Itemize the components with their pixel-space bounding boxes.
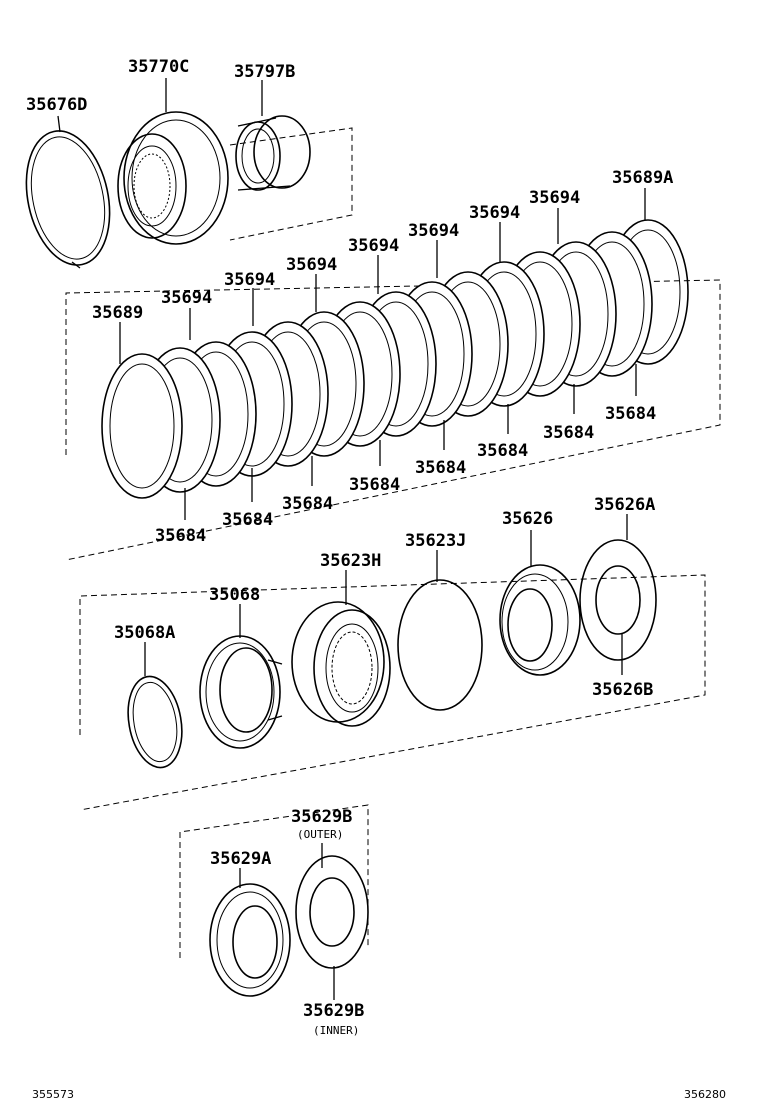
label-35684-7: 35684 xyxy=(543,423,594,443)
label-35694-7: 35694 xyxy=(469,203,520,223)
seal-35626a-35626b xyxy=(579,539,657,661)
hub-35068 xyxy=(199,635,283,749)
clutch-pack-outline xyxy=(65,279,721,561)
label-35694-5: 35694 xyxy=(348,236,399,256)
label-inner: (INNER) xyxy=(313,1024,359,1037)
o-ring-35623j xyxy=(397,579,483,711)
label-35629b-inner: 35629B xyxy=(303,1001,364,1021)
snap-ring-35676d xyxy=(25,130,111,269)
clutch-pack xyxy=(101,219,689,499)
label-35770c: 35770C xyxy=(128,57,189,77)
label-35684-8: 35684 xyxy=(605,404,656,424)
snap-ring-35068a xyxy=(127,675,183,769)
label-35626b: 35626B xyxy=(592,680,653,700)
leader-lines xyxy=(57,78,646,1000)
label-35684-4: 35684 xyxy=(349,475,400,495)
label-35626: 35626 xyxy=(502,509,553,529)
label-35629b-outer: 35629B xyxy=(291,807,352,827)
clutch-hub-35770c xyxy=(117,111,229,245)
label-35689a: 35689A xyxy=(612,168,673,188)
piston-35626 xyxy=(499,564,581,676)
label-35676d: 35676D xyxy=(26,95,87,115)
label-35626a: 35626A xyxy=(594,495,655,515)
label-outer: (OUTER) xyxy=(297,828,343,841)
label-35623h: 35623H xyxy=(320,551,381,571)
label-35694-6: 35694 xyxy=(408,221,459,241)
ref-number-left: 355573 xyxy=(32,1088,74,1101)
label-35694-3: 35694 xyxy=(224,270,275,290)
label-35684-1: 35684 xyxy=(155,526,206,546)
sleeve-35797b xyxy=(235,115,311,191)
label-35684-5: 35684 xyxy=(415,458,466,478)
group1-outline xyxy=(229,127,353,241)
label-35684-2: 35684 xyxy=(222,510,273,530)
ref-number-right: 356280 xyxy=(684,1088,726,1101)
label-35797b: 35797B xyxy=(234,62,295,82)
retainer-35629a xyxy=(209,883,291,997)
label-35629a: 35629A xyxy=(210,849,271,869)
label-35694-8: 35694 xyxy=(529,188,580,208)
label-35068a: 35068A xyxy=(114,623,175,643)
label-35694-2: 35694 xyxy=(161,288,212,308)
group4-outline xyxy=(179,804,369,958)
label-35694-4: 35694 xyxy=(286,255,337,275)
label-35684-6: 35684 xyxy=(477,441,528,461)
drum-35623h xyxy=(291,601,391,727)
seal-35629b xyxy=(295,855,369,969)
label-35684-3: 35684 xyxy=(282,494,333,514)
label-35623j: 35623J xyxy=(405,531,466,551)
group3-outline xyxy=(79,574,706,811)
label-35068: 35068 xyxy=(209,585,260,605)
label-35689: 35689 xyxy=(92,303,143,323)
